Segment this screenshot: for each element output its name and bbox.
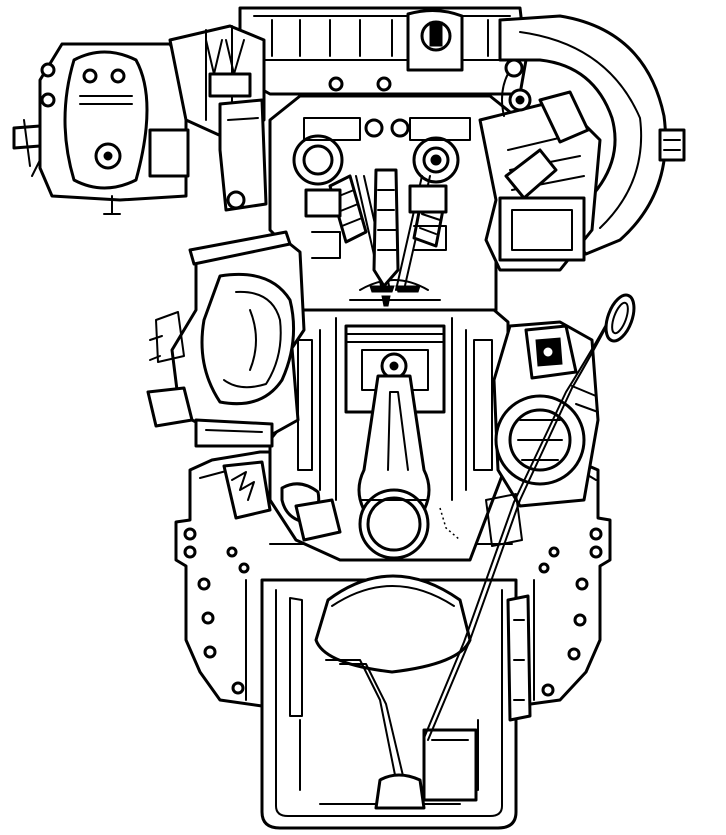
right-lower-details bbox=[289, 493, 532, 722]
oil-filter-area bbox=[222, 460, 342, 542]
dipstick bbox=[423, 293, 636, 741]
bolt-holes bbox=[183, 527, 603, 697]
crankshaft bbox=[314, 574, 478, 810]
exhaust-manifold bbox=[146, 230, 306, 448]
left-bracket bbox=[218, 98, 268, 212]
intake-plenum bbox=[498, 14, 686, 256]
piston bbox=[344, 324, 446, 414]
throttle-body bbox=[12, 24, 266, 215]
valve-train bbox=[304, 168, 448, 307]
valve-cover bbox=[238, 6, 528, 96]
alternator bbox=[492, 320, 600, 508]
connecting-rod bbox=[357, 374, 431, 560]
intake-runner bbox=[478, 58, 602, 272]
